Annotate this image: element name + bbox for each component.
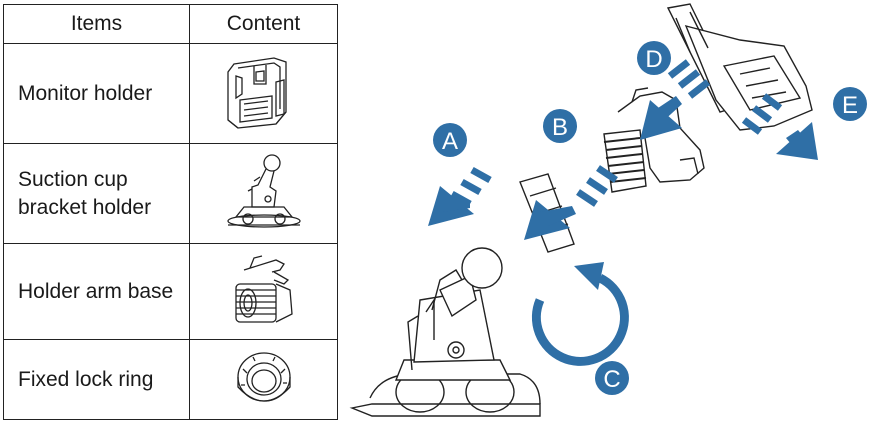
svg-text:E: E [842,92,858,119]
step-badge-e: E [833,87,867,121]
arrow-e [741,93,818,160]
svg-text:A: A [442,128,458,155]
step-badge-a: A [433,123,467,157]
svg-text:D: D [645,46,662,73]
item-name: Monitor holder [3,43,190,144]
item-name: Holder arm base [3,243,190,340]
suction-cup-bracket-icon [226,153,301,228]
item-name: Suction cup bracket holder [3,143,190,244]
step-badge-c: C [595,361,629,395]
holder-arm-base-icon [234,254,293,323]
table-row: Monitor holder [3,43,338,144]
table-header-row: Items Content [3,4,338,44]
item-image [189,143,338,244]
arrow-b [524,165,618,240]
step-badge-b: B [543,109,577,143]
header-items: Items [3,4,190,44]
arrow-d [640,59,711,140]
item-image [189,43,338,144]
item-image [189,339,338,420]
table-row: Fixed lock ring [3,339,338,420]
header-content: Content [189,4,338,44]
assembly-diagram: A B C D E [349,3,867,417]
table-row: Suction cup bracket holder [3,143,338,244]
monitor-holder-icon [226,56,287,129]
svg-text:C: C [603,366,620,393]
step-badge-d: D [637,41,671,75]
rotate-arrow-c [531,262,629,366]
parts-table: Items Content Monitor holder Suct [3,4,338,420]
item-image [189,243,338,340]
fixed-lock-ring-icon [236,351,291,402]
item-name: Fixed lock ring [3,339,190,420]
table-row: Holder arm base [3,243,338,340]
suction-cup-base-drawing [349,247,541,417]
arrow-a [428,166,492,226]
svg-text:B: B [552,114,568,141]
monitor-holder-drawing [666,3,813,131]
